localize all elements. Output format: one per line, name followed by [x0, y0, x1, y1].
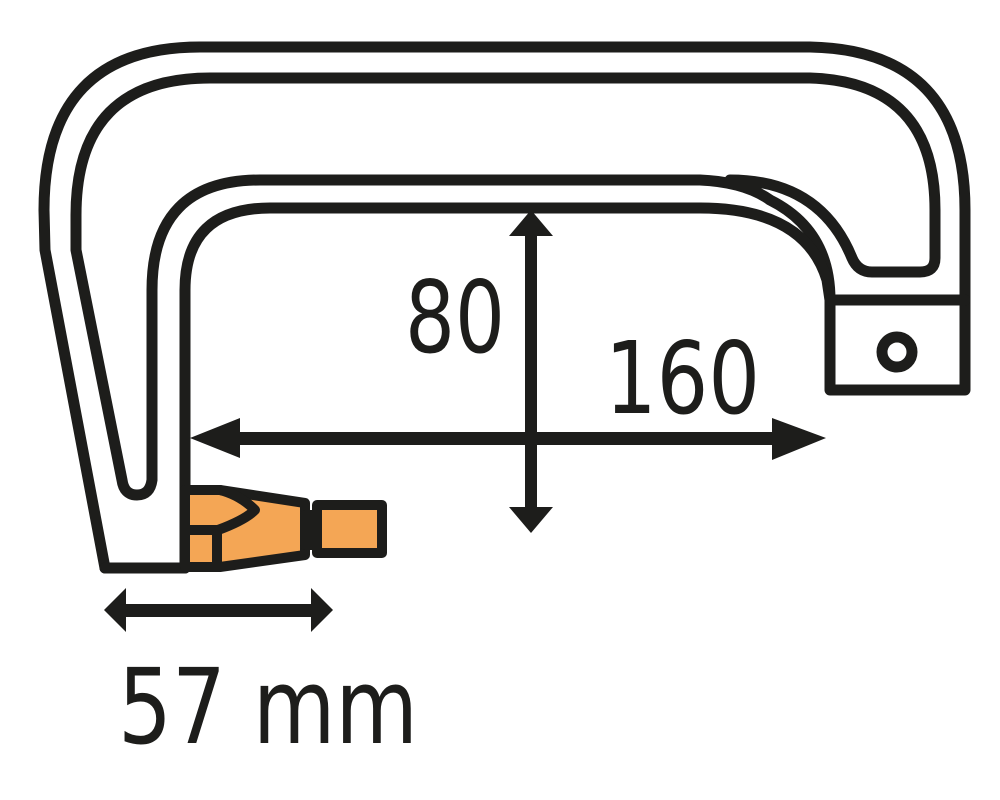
mounting-hole-icon: [876, 331, 918, 373]
throat-depth-label: 80: [405, 259, 505, 376]
horizontal-dimension-arrow: [190, 418, 826, 460]
frame-outer-contour: [38, 41, 971, 574]
vertical-dimension-arrow: [509, 210, 553, 533]
reach-label: 160: [605, 320, 760, 437]
tip-shank: [312, 500, 387, 558]
tip-offset-dimension-arrow: [104, 588, 333, 632]
tip-cone-curve: [185, 485, 260, 535]
frame-inner-contour: [179, 202, 836, 574]
electrode-tip: [180, 485, 387, 572]
tip-offset-label: 57 mm: [118, 646, 418, 768]
